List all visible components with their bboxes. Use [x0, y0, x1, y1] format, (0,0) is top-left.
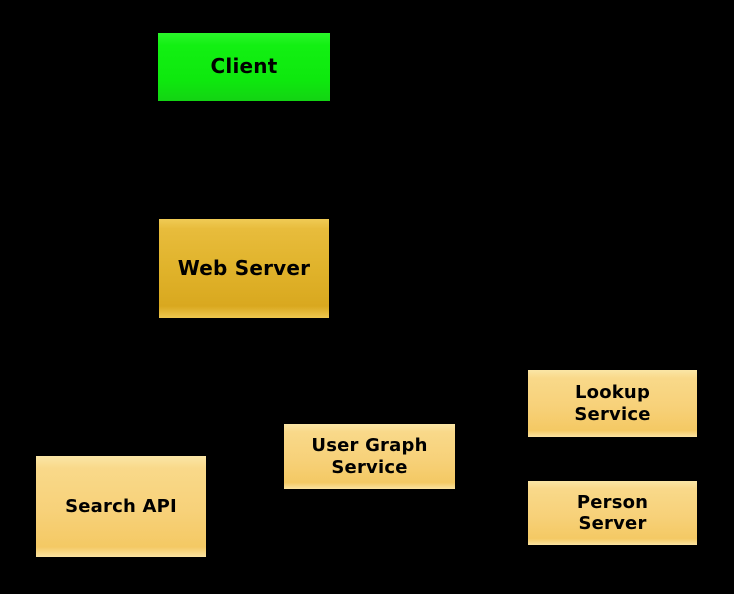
node-user-graph-service-label: User Graph Service [311, 435, 428, 478]
node-lookup-service[interactable]: Lookup Service [528, 370, 697, 437]
node-search-api[interactable]: Search API [36, 456, 206, 557]
node-web-server-label: Web Server [177, 255, 311, 280]
node-web-server[interactable]: Web Server [159, 219, 329, 318]
node-user-graph-service[interactable]: User Graph Service [284, 424, 455, 489]
node-client-label: Client [210, 54, 278, 79]
node-search-api-label: Search API [65, 495, 177, 517]
node-lookup-service-label: Lookup Service [574, 382, 651, 425]
node-person-server-label: Person Server [576, 491, 649, 534]
node-person-server[interactable]: Person Server [528, 481, 697, 545]
node-client[interactable]: Client [158, 33, 330, 101]
